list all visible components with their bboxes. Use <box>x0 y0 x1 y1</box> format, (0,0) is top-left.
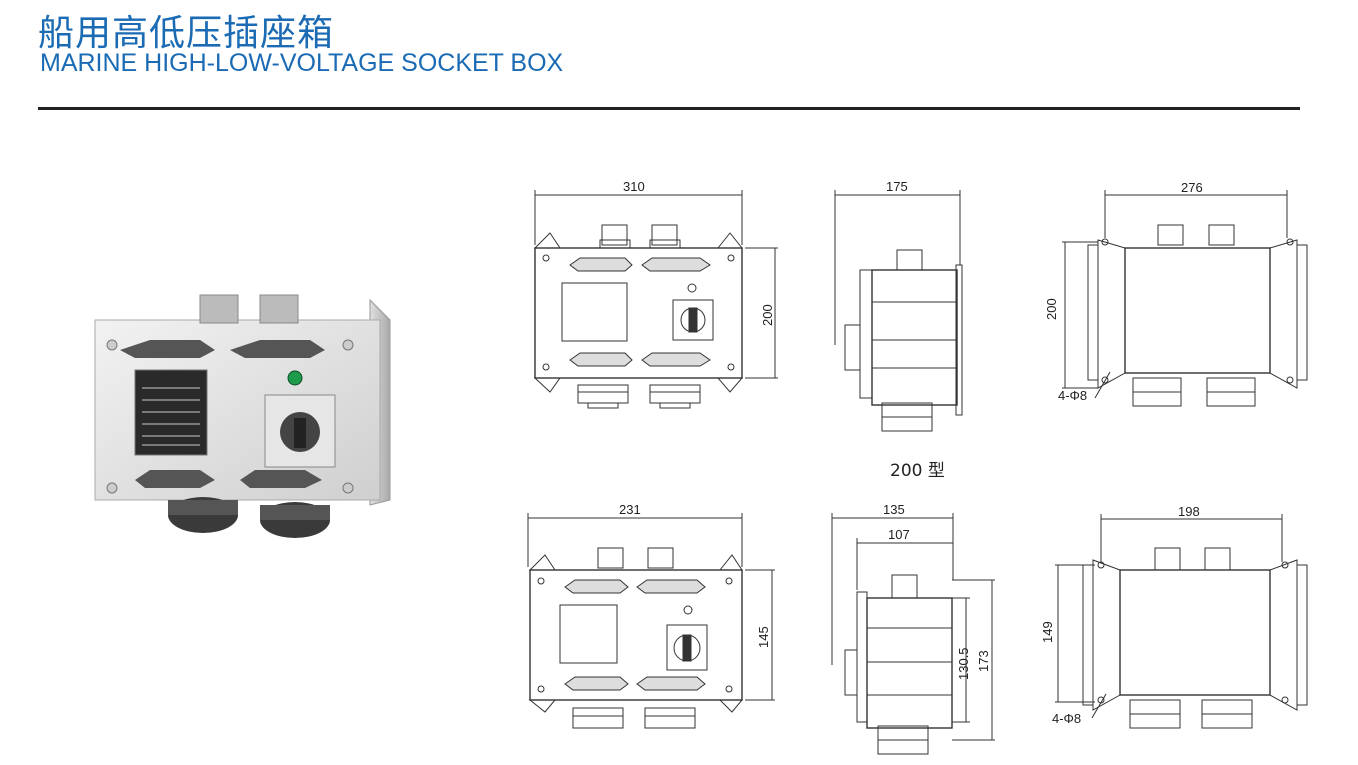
dim-135: 135 <box>883 502 905 517</box>
dim-130-5: 130.5 <box>956 647 971 680</box>
dim-276: 276 <box>1181 180 1203 195</box>
page-title-en: MARINE HIGH-LOW-VOLTAGE SOCKET BOX <box>40 49 564 77</box>
dim-175: 175 <box>886 179 908 194</box>
hole-spec-200: 4-Φ8 <box>1058 388 1087 403</box>
product-photo <box>94 294 391 538</box>
hole-spec-145: 4-Φ8 <box>1052 711 1081 726</box>
dim-198: 198 <box>1178 504 1200 519</box>
dim-200-back: 200 <box>1044 298 1059 320</box>
side-view-145 <box>831 513 995 755</box>
side-view-200 <box>834 190 963 432</box>
back-view-145 <box>1055 514 1308 729</box>
dim-149-back: 149 <box>1040 621 1055 643</box>
dim-145-front: 145 <box>756 626 771 648</box>
front-view-145 <box>527 513 775 729</box>
dim-200-front: 200 <box>760 304 775 326</box>
page-title-cn: 船用高低压插座箱 <box>38 13 335 54</box>
dim-231: 231 <box>619 502 641 517</box>
front-view-200 <box>533 190 778 409</box>
dim-107: 107 <box>888 527 910 542</box>
dim-310: 310 <box>623 179 645 194</box>
dim-173: 173 <box>976 650 991 672</box>
header-divider <box>38 107 1300 110</box>
model-label: 200 型 <box>890 461 945 481</box>
back-view-200 <box>1062 190 1308 407</box>
